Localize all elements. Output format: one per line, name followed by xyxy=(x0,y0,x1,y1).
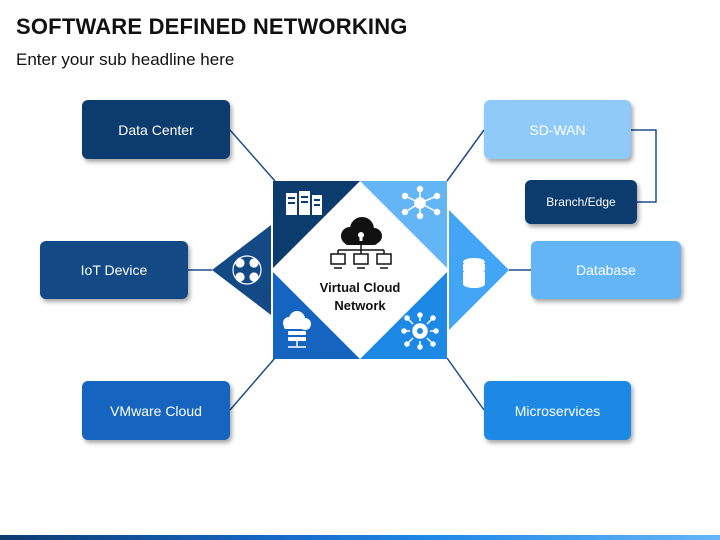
cloud-network-icon xyxy=(330,217,392,269)
gear-network-icon xyxy=(401,312,439,350)
connector-vmware-cloud xyxy=(229,357,276,411)
page-title: SOFTWARE DEFINED NETWORKING xyxy=(16,14,408,39)
triangle-left xyxy=(212,225,271,315)
connector-branch-edge xyxy=(631,129,657,203)
bottom-accent-bar xyxy=(0,535,720,540)
connector-data-center xyxy=(229,129,276,182)
center-label-line2: Network xyxy=(334,298,386,313)
node-database: Database xyxy=(531,241,681,299)
node-data-center: Data Center xyxy=(82,100,230,159)
center-label-line1: Virtual Cloud xyxy=(319,280,401,295)
node-vmware-cloud: VMware Cloud xyxy=(82,381,230,440)
server-rack-icon xyxy=(286,191,322,215)
node-branch-edge: Branch/Edge xyxy=(525,180,637,224)
connector-lines xyxy=(188,129,657,411)
center-diamond xyxy=(273,183,447,357)
center-label: Virtual Cloud Network xyxy=(290,279,430,315)
triangle-bottom-right xyxy=(360,272,447,359)
database-icon xyxy=(463,258,485,288)
iot-devices-icon xyxy=(232,255,262,285)
connector-sd-wan xyxy=(446,129,485,182)
node-sd-wan: SD-WAN xyxy=(484,100,631,159)
node-microservices: Microservices xyxy=(484,381,631,440)
page-subtitle: Enter your sub headline here xyxy=(16,50,235,69)
node-iot-device: IoT Device xyxy=(40,241,188,299)
connector-microservices xyxy=(446,357,485,411)
network-hub-icon xyxy=(401,185,441,220)
cloud-server-icon xyxy=(283,311,311,348)
